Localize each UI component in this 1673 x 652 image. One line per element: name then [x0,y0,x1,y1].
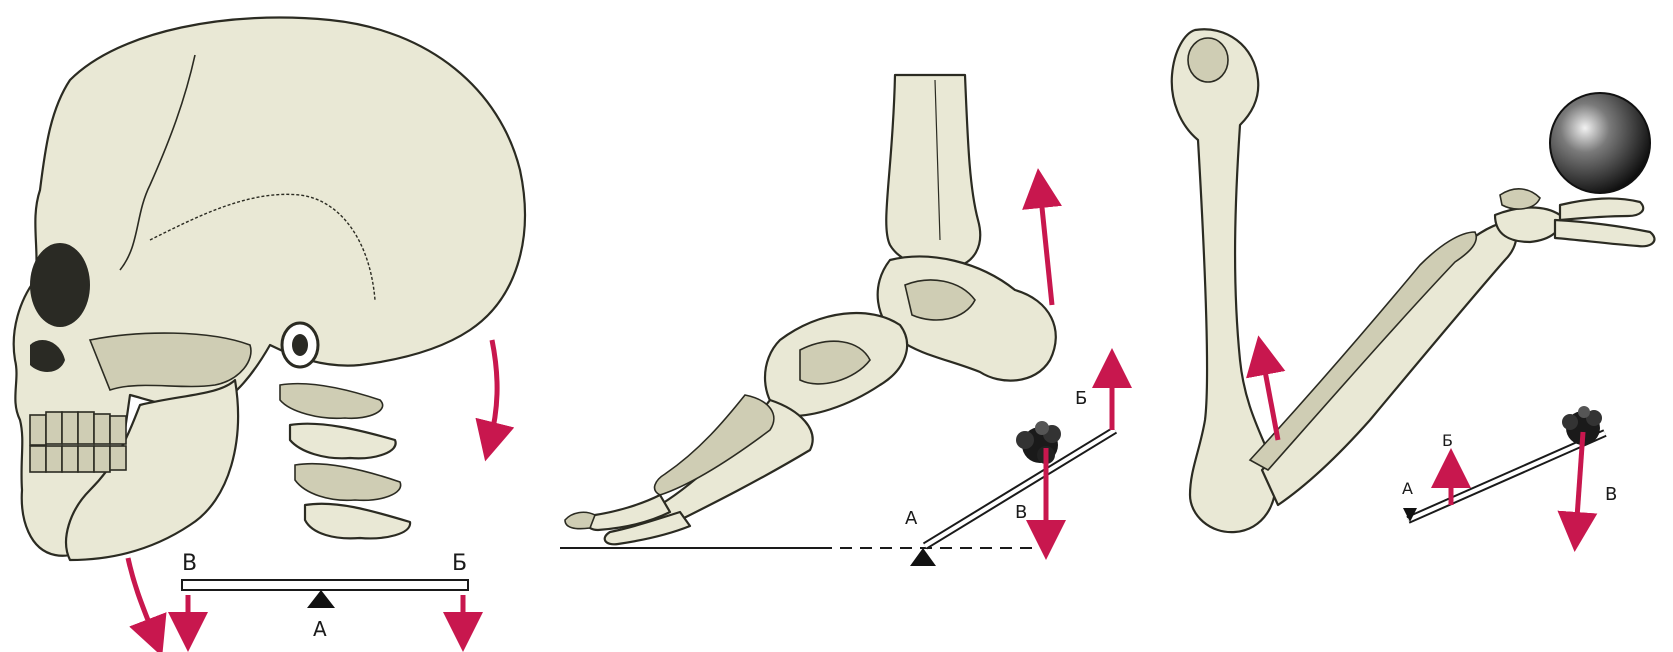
tibia-bone [886,75,980,268]
skull-label-fulcrum: А [313,617,327,641]
foot-achilles-arrow [1040,188,1052,305]
foot-label-effort: Б [1075,388,1087,409]
skull-illustration [14,18,525,556]
cervical-vertebrae [280,384,410,539]
foot-label-load: В [1015,502,1027,523]
ball [1550,93,1650,193]
skull-fulcrum [307,590,335,608]
skull-label-left: В [182,551,197,576]
skull-jaw-arrow [128,558,155,638]
foot-fulcrum [910,548,936,566]
skull-teeth [30,412,126,472]
forearm-bones [1262,222,1516,505]
foot-load-icon [1016,421,1061,464]
skull-panel: В Б А [14,18,525,642]
arm-label-load: В [1605,484,1617,505]
foot-panel: А Б В [560,75,1115,566]
arm-biceps-arrow [1262,355,1278,440]
skull-label-right: Б [452,551,467,576]
hand-bones [1495,189,1654,246]
foot-label-fulcrum: А [905,508,918,529]
heel-bone [878,257,1056,381]
arm-label-fulcrum: А [1402,479,1413,498]
arm-panel: А Б В [1172,29,1655,532]
skull-lever-bar [182,580,468,590]
skull-occiput-arrow [490,340,497,442]
arm-label-effort: Б [1442,431,1453,450]
